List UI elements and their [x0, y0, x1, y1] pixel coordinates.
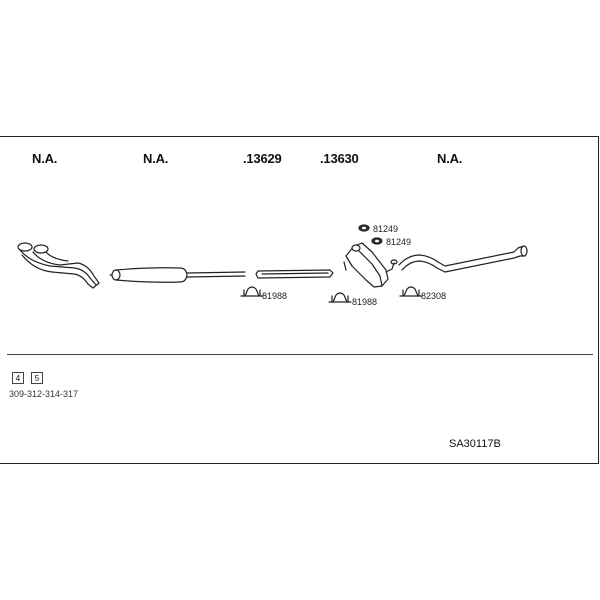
mount-number-1: 81249 — [373, 224, 399, 234]
mount-number-2: 81249 — [386, 237, 412, 247]
diagram-frame — [0, 136, 599, 464]
rubber-mount-1-drawing — [358, 224, 370, 232]
clamp-number-1: 81988 — [262, 291, 288, 301]
clamp-number-2: 81988 — [352, 297, 378, 307]
part-label-4: .13630 — [320, 151, 359, 166]
tail-pipe-drawing — [398, 245, 528, 273]
part-label-2: N.A. — [143, 151, 169, 166]
part-label-5: N.A. — [437, 151, 463, 166]
clamp-number-3: 82308 — [421, 291, 447, 301]
set-code: SA30117B — [449, 438, 501, 450]
middle-silencer-drawing — [109, 267, 246, 283]
section-divider — [7, 354, 593, 355]
front-pipe-drawing — [17, 242, 100, 289]
model-badge-5: 5 — [31, 372, 43, 384]
clamp-3-drawing — [399, 286, 423, 297]
model-list: 309-312-314-317 — [9, 389, 79, 399]
part-label-3: .13629 — [243, 151, 282, 166]
part-label-1: N.A. — [32, 151, 58, 166]
rubber-mount-2-drawing — [371, 237, 383, 245]
intermediate-pipe-drawing — [255, 269, 334, 279]
rear-silencer-drawing — [343, 242, 398, 288]
model-badge-4: 4 — [12, 372, 24, 384]
clamp-1-drawing — [240, 286, 264, 297]
clamp-2-drawing — [328, 292, 352, 303]
